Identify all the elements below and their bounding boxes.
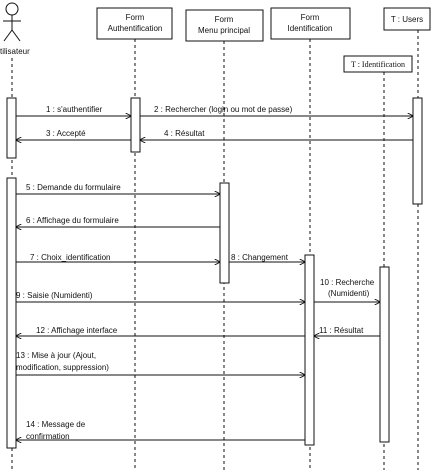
- participant-t-users-box: [383, 7, 431, 31]
- actor-left-leg: [3, 29, 13, 42]
- message-13-label-line2: modification, suppression): [16, 363, 109, 372]
- activation-form-authentification: [130, 97, 141, 153]
- message-5-label: 5 : Demande du formulaire: [26, 183, 121, 192]
- participant-form-menu-principal-line1: Form: [215, 15, 234, 24]
- actor-head: [5, 2, 19, 16]
- message-8-label: 8 : Changement: [231, 253, 289, 262]
- message-14-label-line1: 14 : Message de: [26, 420, 86, 429]
- participant-form-menu-principal-box: [185, 9, 264, 42]
- message-14-label-line2: confirmation: [26, 432, 70, 441]
- participant-form-identification-box: [270, 7, 351, 40]
- message-2-label: 2 : Rechercher (login ou mot de passe): [154, 105, 293, 114]
- activation-form-menu-principal: [219, 182, 230, 284]
- participant-form-identification-line2: Identification: [288, 24, 333, 33]
- activation-t-identification: [379, 266, 390, 443]
- actor-utilisateur: [3, 2, 21, 42]
- participant-t-identification-label: T : Identification: [351, 60, 405, 69]
- actor-label: Utilisateur: [0, 47, 30, 56]
- message-11-label: 11 : Résultat: [319, 326, 364, 335]
- participant-form-authentification-line1: Form: [126, 13, 145, 22]
- activation-utilisateur-2: [6, 177, 17, 449]
- activation-t-users: [412, 97, 423, 205]
- message-6-label: 6 : Affichage du formulaire: [26, 216, 119, 225]
- participant-form-identification-line1: Form: [301, 13, 320, 22]
- actor-right-leg: [11, 29, 21, 42]
- message-4-label: 4 : Résultat: [164, 129, 205, 138]
- message-12-label: 12 : Affichage interface: [36, 326, 118, 335]
- message-10-label-line1: 10 : Recherche: [320, 278, 375, 287]
- message-1-label: 1 : s'authentifier: [46, 105, 103, 114]
- message-3-label: 3 : Accepté: [46, 129, 86, 138]
- activation-utilisateur-1: [6, 97, 17, 159]
- participant-form-menu-principal-line2: Menu principal: [198, 26, 250, 35]
- participant-form-authentification-box: [96, 7, 173, 40]
- activation-form-identification: [304, 254, 315, 446]
- participant-form-authentification-line2: Authentification: [108, 24, 163, 33]
- message-7-label: 7 : Choix_identification: [30, 253, 111, 262]
- participant-t-users-label: T : Users: [391, 15, 423, 24]
- message-9-label: 9 : Saisie (Numidenti): [16, 291, 93, 300]
- message-13-label-line1: 13 : Mise à jour (Ajout,: [16, 351, 96, 360]
- message-10-label-line2: (Numidenti): [328, 289, 370, 298]
- participant-t-identification-box: [343, 55, 413, 73]
